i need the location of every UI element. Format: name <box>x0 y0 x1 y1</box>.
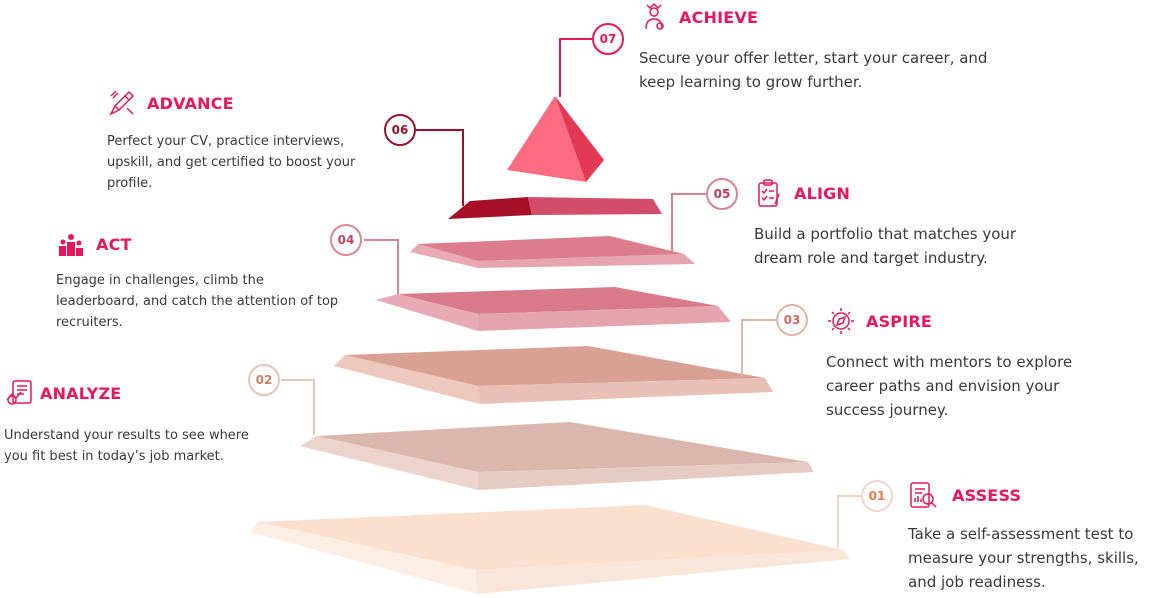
leaderboard-podium-icon <box>56 229 86 259</box>
stage-description: Understand your results to see where you… <box>4 428 249 464</box>
connector-lines <box>281 38 861 548</box>
tier-06 <box>448 197 662 219</box>
tier-04 <box>376 287 731 331</box>
stage-number-02: 02 <box>248 364 280 396</box>
tier-05 <box>410 236 695 268</box>
trophy-person-icon <box>639 2 669 32</box>
stage-title: ASSESS <box>952 485 1022 505</box>
stage-description: Secure your offer letter, start your car… <box>639 49 988 91</box>
stage-achieve: ACHIEVE Secure your offer letter, start … <box>639 2 999 94</box>
stage-description: Take a self-assessment test to measure y… <box>908 525 1139 591</box>
stage-title: ACT <box>96 234 132 254</box>
stage-title: ACHIEVE <box>679 7 759 27</box>
stage-advance: ADVANCE Perfect your CV, practice interv… <box>107 88 377 194</box>
stage-number-07: 07 <box>592 23 624 55</box>
stage-number-04: 04 <box>330 224 362 256</box>
stage-align: ALIGN Build a portfolio that matches you… <box>754 178 1054 270</box>
report-magnifier-icon <box>908 480 938 510</box>
clipboard-checklist-icon <box>754 178 784 208</box>
tier-02 <box>300 422 814 490</box>
stage-title: ANALYZE <box>40 383 122 403</box>
stage-number-06: 06 <box>384 114 416 146</box>
compass-icon <box>826 306 856 336</box>
stage-number-05: 05 <box>706 178 738 210</box>
tier-01 <box>250 505 850 594</box>
stage-description: Build a portfolio that matches your drea… <box>754 225 1017 267</box>
stage-aspire: ASPIRE Connect with mentors to explore c… <box>826 306 1126 422</box>
stage-description: Connect with mentors to explore career p… <box>826 353 1073 419</box>
stage-analyze: ANALYZE Understand your results to see w… <box>4 378 274 468</box>
tier-03 <box>334 346 773 404</box>
stage-assess: ASSESS Take a self-assessment test to me… <box>908 480 1158 594</box>
stage-description: Perfect your CV, practice interviews, up… <box>107 134 356 191</box>
stage-description: Engage in challenges, climb the leaderbo… <box>56 273 339 330</box>
stage-title: ADVANCE <box>147 93 234 113</box>
stage-title: ASPIRE <box>866 311 933 331</box>
stage-title: ALIGN <box>794 183 851 203</box>
apex-pyramid <box>507 96 604 182</box>
stage-number-03: 03 <box>776 304 808 336</box>
pencil-tools-icon <box>107 88 137 118</box>
stage-number-01: 01 <box>861 480 893 512</box>
stage-act: ACT Engage in challenges, climb the lead… <box>56 229 346 333</box>
analytics-document-icon <box>4 378 34 408</box>
